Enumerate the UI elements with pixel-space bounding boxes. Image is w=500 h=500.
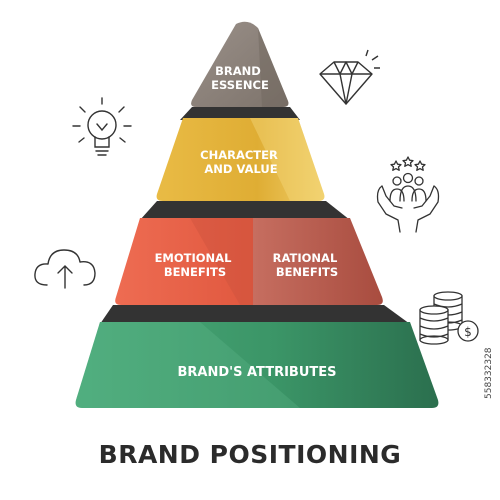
people-in-hands-icon (376, 156, 440, 233)
tier-character-value: CHARACTER AND VALUE (156, 118, 325, 201)
diamond-icon (319, 49, 380, 105)
cloud-upload-icon (34, 249, 96, 289)
tier-emotional-shape (115, 218, 253, 305)
tier-connector (100, 305, 410, 324)
tier-attributes-highlight (75, 322, 300, 408)
stock-id-watermark: 558332328 (484, 347, 494, 399)
rational-label: RATIONAL BENEFITS (273, 251, 342, 279)
page-title: BRAND POSITIONING (98, 440, 402, 469)
tier-attributes-shape (75, 322, 439, 408)
essence-label: BRAND ESSENCE (211, 64, 269, 92)
attributes-label: BRAND'S ATTRIBUTES (177, 365, 336, 380)
tier-connector (140, 201, 350, 220)
svg-text:$: $ (464, 325, 472, 339)
tier-character-highlight (250, 118, 325, 201)
tier-essence-shape (191, 21, 289, 107)
tier-benefits-shadow (190, 218, 253, 305)
tier-essence-shadow (258, 28, 289, 107)
tier-connector (180, 107, 300, 120)
lightbulb-icon (72, 97, 132, 156)
tier-brand-essence: BRAND ESSENCE (191, 21, 289, 107)
emotional-label: EMOTIONAL BENEFITS (155, 251, 236, 279)
character-label: CHARACTER AND VALUE (200, 148, 282, 176)
tier-brand-attributes: BRAND'S ATTRIBUTES (75, 322, 439, 408)
tier-character-shape (156, 118, 325, 201)
coins-icon: $ (419, 291, 479, 345)
tier-rational-shape (253, 218, 383, 305)
tier-benefits: EMOTIONAL BENEFITS RATIONAL BENEFITS (115, 218, 383, 305)
